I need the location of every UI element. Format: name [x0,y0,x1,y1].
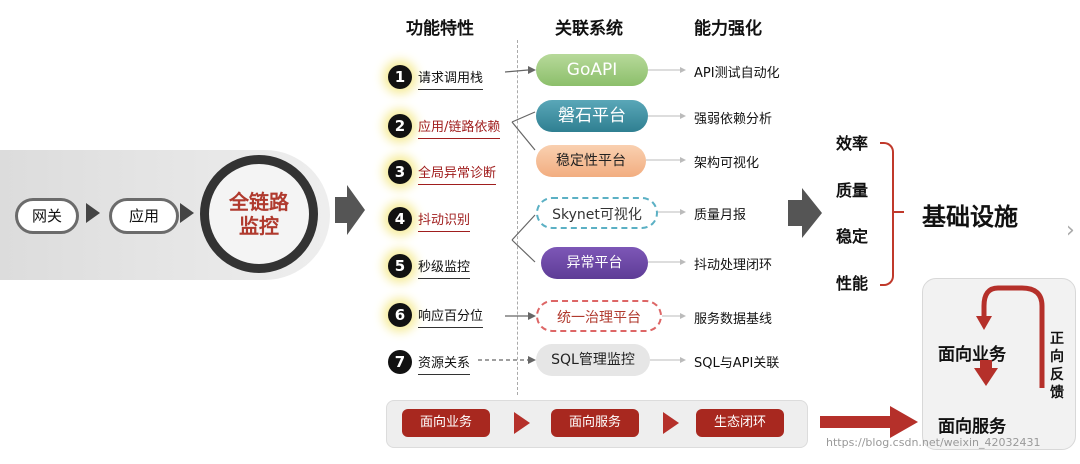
full-link-monitor-node: 全链路监控 [200,155,318,273]
bottom-step-business: 面向业务 [402,409,490,437]
capability-arrow [788,188,822,238]
brace-tip [892,211,904,213]
header-systems: 关联系统 [555,19,623,39]
header-capabilities: 能力强化 [694,19,762,39]
capability-2: 强弱依赖分析 [694,112,773,127]
quality-stability: 稳定 [836,227,869,246]
full-link-monitor-label: 全链路监控 [229,190,289,238]
system-exception: 异常平台 [541,247,648,279]
capability-1: API测试自动化 [694,66,780,81]
main-arrow [335,185,365,235]
feature-4: 抖动识别 [418,209,471,232]
infrastructure-label: 基础设施 [922,203,1018,231]
capability-6: 服务数据基线 [694,312,773,327]
feature-7: 资源关系 [418,352,471,375]
quality-brace [880,142,894,286]
capability-5: 抖动处理闭环 [694,258,773,273]
feedback-loop-arrow [976,285,1045,388]
capability-7: SQL与API关联 [694,356,780,371]
down-arrow-stem [980,360,992,370]
feedback-box [922,278,1076,450]
feedback-bottom: 面向服务 [938,417,1006,437]
feature-number-3: 3 [388,160,412,184]
feature-number-5: 5 [388,254,412,278]
feature-1: 请求调用栈 [418,67,484,90]
gateway-label: 网关 [31,207,62,225]
app-label: 应用 [128,207,159,225]
arrow-app-to-core [180,203,194,223]
feature-3: 全局异常诊断 [418,162,497,185]
bottom-step-ecosystem: 生态闭环 [696,409,784,437]
bottom-long-arrow [820,406,918,438]
quality-efficiency: 效率 [836,134,869,153]
feature-5: 秒级监控 [418,256,471,279]
feature-number-4: 4 [388,207,412,231]
feature-number-7: 7 [388,350,412,374]
header-features: 功能特性 [406,19,474,39]
watermark: https://blog.csdn.net/weixin_42032431 [826,436,1041,449]
feature-6: 响应百分位 [418,305,484,328]
quality-quality: 质量 [836,181,869,200]
feature-number-1: 1 [388,65,412,89]
feature-number-2: 2 [388,114,412,138]
divider-line [517,40,518,395]
app-node: 应用 [109,198,179,234]
feature-number-6: 6 [388,303,412,327]
bottom-arrow-1 [514,412,530,434]
gateway-node: 网关 [15,198,79,234]
chevron-right-icon: › [1066,218,1075,243]
feedback-side-label: 正向反馈 [1050,331,1064,401]
capability-3: 架构可视化 [694,156,760,171]
feedback-top: 面向业务 [938,345,1006,365]
capability-4: 质量月报 [694,208,747,223]
bottom-step-service: 面向服务 [551,409,639,437]
arrow-gateway-to-app [86,203,100,223]
down-arrow-icon [974,368,998,386]
bottom-arrow-2 [663,412,679,434]
quality-performance: 性能 [836,274,869,293]
system-goapi: GoAPI [536,54,648,86]
feature-2: 应用/链路依赖 [418,116,501,139]
system-skynet: Skynet可视化 [536,197,658,229]
system-panshi: 磐石平台 [536,100,648,132]
system-sql-monitor: SQL管理监控 [536,344,650,376]
system-stability: 稳定性平台 [536,145,646,177]
system-unified-governance: 统一治理平台 [536,300,662,332]
